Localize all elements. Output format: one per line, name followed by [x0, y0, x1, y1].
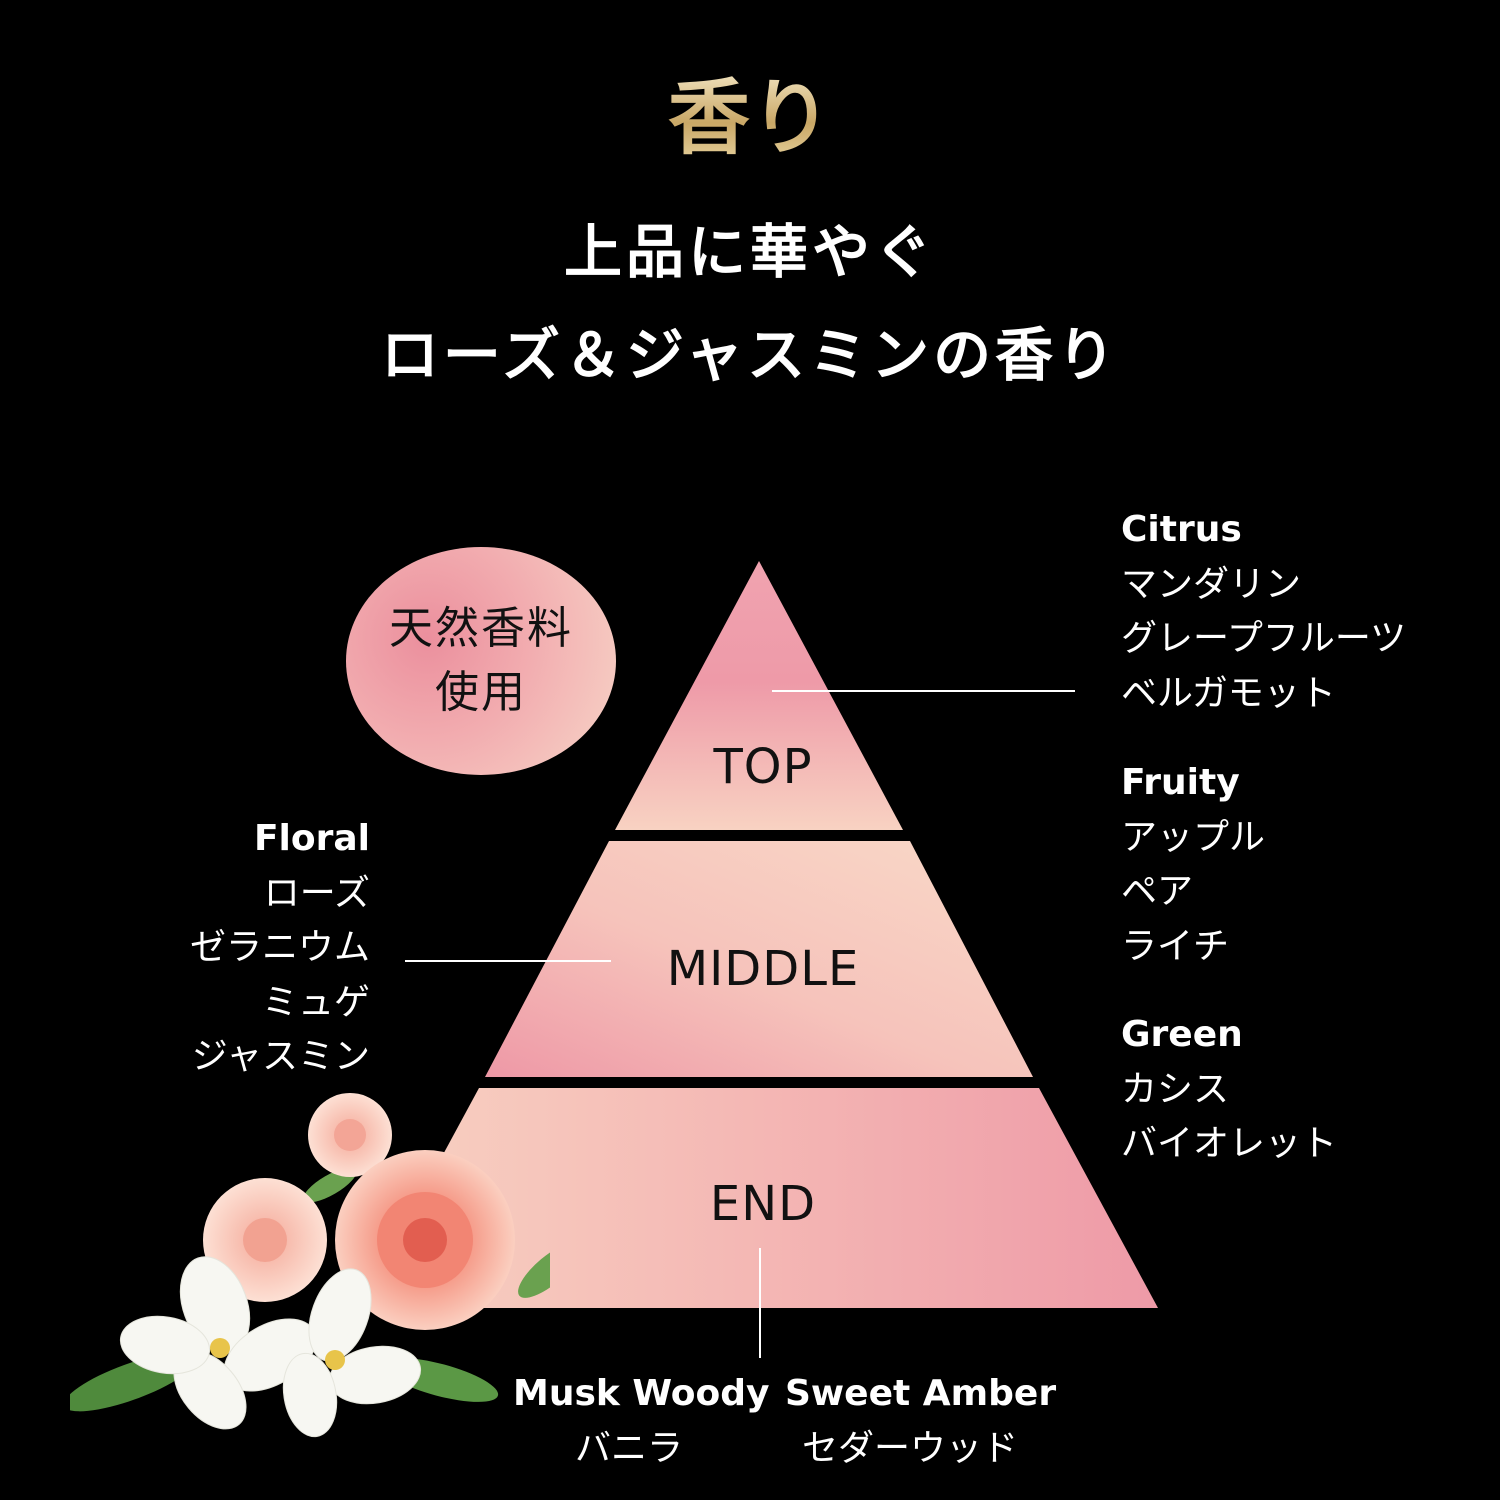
musk-woody-note-group: Musk Woody バニラ: [513, 1367, 770, 1476]
note-item: セダーウッド: [801, 1427, 1018, 1469]
badge-line-1: 天然香料: [389, 603, 573, 654]
top-connector-line: [772, 690, 1075, 692]
note-category: Musk Woody: [513, 1373, 770, 1414]
note-item: アップル: [1121, 816, 1266, 858]
note-category: Fruity: [1121, 762, 1240, 803]
tier-label-middle: MIDDLE: [666, 941, 860, 997]
note-category: Sweet Amber: [785, 1373, 1057, 1414]
tier-label-end: END: [709, 1176, 817, 1232]
sweet-amber-note-group: Sweet Amber セダーウッド: [785, 1367, 1057, 1476]
subtitle-line-1: 上品に華やぐ: [563, 218, 936, 286]
note-item: ベルガモット: [1121, 672, 1336, 714]
pyramid-end-tier: [360, 1088, 1158, 1308]
badge-line-2: 使用: [435, 667, 527, 718]
pyramid-middle-tier: [485, 841, 1033, 1077]
note-category: Floral: [253, 818, 370, 859]
pyramid-top-tier: [615, 561, 903, 830]
page-heading: 香り: [0, 68, 1500, 168]
natural-fragrance-badge: 天然香料 使用: [346, 547, 616, 775]
note-item: ペア: [1121, 871, 1194, 912]
note-item: ゼラニウム: [189, 927, 370, 968]
note-item: ジャスミン: [191, 1036, 370, 1077]
middle-connector-line: [405, 960, 611, 962]
note-item: バニラ: [574, 1427, 683, 1469]
tier-label-top: TOP: [713, 739, 813, 795]
note-item: カシス: [1121, 1068, 1230, 1110]
note-item: マンダリン: [1121, 563, 1302, 605]
green-note-group: Green カシス バイオレット: [1121, 1008, 1337, 1172]
note-item: ミュゲ: [261, 981, 370, 1023]
note-item: ライチ: [1121, 925, 1230, 967]
fruity-note-group: Fruity アップル ペア ライチ: [1121, 756, 1265, 974]
note-category: Citrus: [1121, 509, 1242, 550]
subtitle-line-2: ローズ＆ジャスミンの香り: [380, 321, 1120, 389]
note-category: Green: [1121, 1014, 1243, 1055]
end-connector-line: [759, 1248, 761, 1358]
floral-note-group: Floral ローズ ゼラニウム ミュゲ ジャスミン: [190, 812, 370, 1085]
rose-jasmine-illustration: [70, 1093, 550, 1438]
citrus-note-group: Citrus マンダリン グレープフルーツ ベルガモット: [1121, 503, 1406, 721]
note-item: グレープフルーツ: [1121, 618, 1407, 659]
note-item: ローズ: [263, 872, 370, 914]
note-item: バイオレット: [1121, 1123, 1338, 1164]
